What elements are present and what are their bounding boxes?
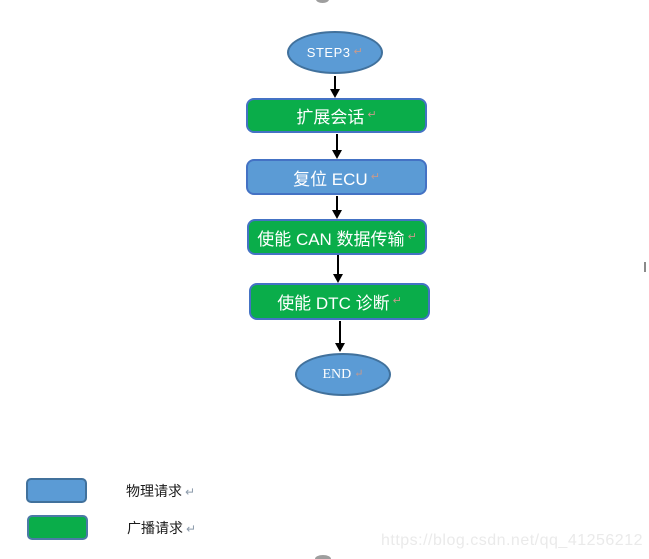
node-label: 使能 CAN 数据传输 bbox=[257, 229, 405, 249]
arrow-shaft bbox=[336, 134, 338, 150]
flow-arrow-5 bbox=[335, 321, 345, 352]
arrow-shaft bbox=[334, 76, 336, 89]
flow-arrow-4 bbox=[333, 255, 343, 283]
arrow-head-icon bbox=[335, 343, 345, 352]
flowchart-node-enable-dtc-diagnosis: 使能 DTC 诊断↵ bbox=[249, 283, 430, 320]
arrow-shaft bbox=[336, 196, 338, 210]
csdn-watermark: https://blog.csdn.net/qq_41256212 bbox=[380, 532, 643, 549]
legend-label-text: 物理请求 bbox=[126, 482, 182, 499]
arrow-head-icon bbox=[332, 150, 342, 159]
return-mark-icon: ↵ bbox=[353, 46, 364, 58]
flowchart-node-enable-can-transmission: 使能 CAN 数据传输↵ bbox=[247, 219, 427, 255]
flow-arrow-2 bbox=[332, 134, 342, 159]
return-mark-icon: ↵ bbox=[367, 109, 377, 121]
node-label: 复位 ECU bbox=[293, 169, 368, 189]
flow-arrow-3 bbox=[332, 196, 342, 219]
connector-dot-bottom bbox=[315, 555, 331, 559]
legend-swatch-broadcast bbox=[27, 515, 88, 540]
arrow-shaft bbox=[337, 255, 339, 274]
arrow-head-icon bbox=[333, 274, 343, 283]
flowchart-node-step3: STEP3↵ bbox=[287, 31, 383, 74]
arrow-head-icon bbox=[330, 89, 340, 98]
legend-swatch-physical bbox=[26, 478, 87, 503]
return-mark-icon: ↵ bbox=[370, 170, 380, 183]
return-mark-icon: ↵ bbox=[186, 521, 197, 536]
arrow-shaft bbox=[339, 321, 341, 343]
legend-label: 物理请求↵ bbox=[126, 481, 195, 501]
legend-item-physical-request: 物理请求↵ bbox=[26, 478, 195, 503]
legend-item-broadcast-request: 广播请求↵ bbox=[27, 515, 196, 540]
flowchart-node-extended-session: 扩展会话↵ bbox=[246, 98, 427, 133]
flowchart-node-reset-ecu: 复位 ECU↵ bbox=[246, 159, 427, 195]
return-mark-icon: ↵ bbox=[354, 368, 364, 380]
return-mark-icon: ↵ bbox=[185, 484, 196, 499]
flowchart-node-end: END↵ bbox=[295, 353, 391, 396]
node-label: END bbox=[322, 366, 352, 382]
right-edge-mark bbox=[644, 262, 646, 272]
arrow-head-icon bbox=[332, 210, 342, 219]
node-label: 扩展会话 bbox=[296, 108, 365, 127]
node-label: STEP3 bbox=[306, 45, 351, 60]
node-label: 使能 DTC 诊断 bbox=[277, 294, 390, 313]
legend-label: 广播请求↵ bbox=[127, 518, 196, 538]
return-mark-icon: ↵ bbox=[407, 230, 417, 243]
return-mark-icon: ↵ bbox=[392, 295, 402, 307]
connector-dot-top bbox=[316, 0, 329, 3]
legend-label-text: 广播请求 bbox=[127, 519, 183, 536]
flow-arrow-1 bbox=[330, 76, 340, 98]
